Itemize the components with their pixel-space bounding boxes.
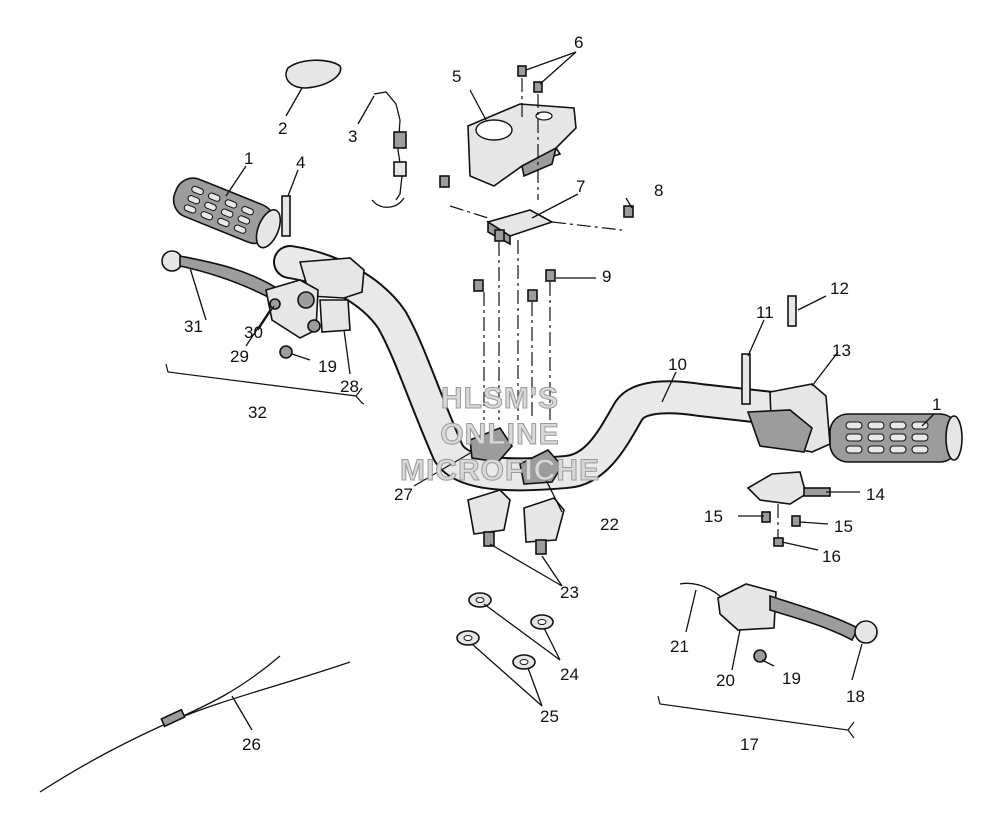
callout-21: 21 <box>670 637 689 656</box>
callout-26: 26 <box>242 735 261 754</box>
callout-6: 6 <box>574 33 583 52</box>
callout-22: 22 <box>600 515 619 534</box>
callout-1-left: 1 <box>244 149 253 168</box>
callout-13: 13 <box>832 341 851 360</box>
handlebar <box>273 245 807 492</box>
callout-18: 18 <box>846 687 865 706</box>
watermark-line-3: MICROFICHE <box>400 454 600 487</box>
callout-31: 31 <box>184 317 203 336</box>
callout-23: 23 <box>560 583 579 602</box>
clamps-and-risers <box>467 427 565 555</box>
group-bracket-32 <box>165 363 365 405</box>
callout-8: 8 <box>654 181 663 200</box>
callout-12: 12 <box>830 279 849 298</box>
callout-4: 4 <box>296 153 305 172</box>
callout-27: 27 <box>394 485 413 504</box>
watermark: HLSM'S ONLINE MICROFICHE <box>400 382 600 488</box>
callout-labels: 1 1 2 3 4 5 6 7 8 9 10 11 12 13 14 15 15… <box>184 33 941 754</box>
callout-15-right: 15 <box>834 517 853 536</box>
callout-29: 29 <box>230 347 249 366</box>
callout-15-left: 15 <box>704 507 723 526</box>
left-control-assembly <box>161 250 365 339</box>
callout-2: 2 <box>278 119 287 138</box>
throttle-cable <box>39 655 351 793</box>
callout-32: 32 <box>248 403 267 422</box>
handlebar-cover <box>467 103 577 187</box>
callout-28: 28 <box>340 377 359 396</box>
callout-17: 17 <box>740 735 759 754</box>
callout-3: 3 <box>348 127 357 146</box>
left-grip <box>172 177 282 249</box>
callout-7: 7 <box>576 177 585 196</box>
callout-11: 11 <box>756 303 774 322</box>
throttle-plate <box>746 471 831 547</box>
callout-16: 16 <box>822 547 841 566</box>
group-bracket-17 <box>657 695 855 739</box>
right-brake-lever <box>679 582 878 644</box>
callout-24: 24 <box>560 665 579 684</box>
callout-5: 5 <box>452 67 461 86</box>
callout-25: 25 <box>540 707 559 726</box>
callout-14: 14 <box>866 485 885 504</box>
fasteners <box>279 65 797 663</box>
throttle-housing <box>746 383 831 453</box>
callout-9: 9 <box>602 267 611 286</box>
leader-lines <box>189 51 935 731</box>
cap-and-wire <box>285 59 407 208</box>
washers <box>456 592 554 670</box>
callout-19-left: 19 <box>318 357 337 376</box>
callout-10: 10 <box>668 355 687 374</box>
callout-30: 30 <box>244 323 263 342</box>
callout-1-right: 1 <box>932 395 941 414</box>
callout-19-right: 19 <box>782 669 801 688</box>
callout-20: 20 <box>716 671 735 690</box>
assembly-lines <box>449 78 779 544</box>
watermark-line-2: ONLINE <box>440 418 559 451</box>
watermark-line-1: HLSM'S <box>441 382 559 415</box>
right-grip <box>829 413 963 463</box>
